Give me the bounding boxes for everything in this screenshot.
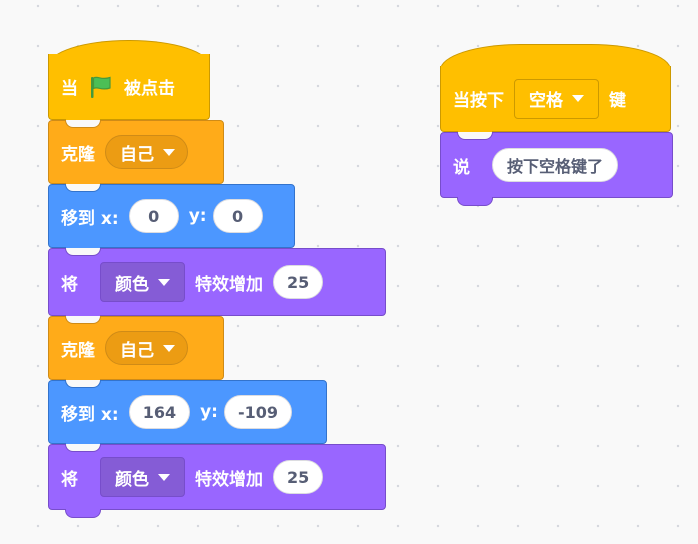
effect-dropdown[interactable]: 颜色 <box>100 457 185 497</box>
clone-target-dropdown[interactable]: 自己 <box>105 331 188 365</box>
change-effect-block[interactable]: 将 颜色 特效增加 25 <box>48 444 386 518</box>
hat-suffix-label: 被点击 <box>124 79 175 99</box>
goto-label: 移到 x: <box>61 404 119 425</box>
hat-prefix-label: 当 <box>61 79 78 99</box>
key-hat-suffix-label: 键 <box>609 91 626 111</box>
clone-target-dropdown[interactable]: 自己 <box>105 135 188 169</box>
y-input[interactable]: -109 <box>223 395 293 429</box>
key-hat-prefix-label: 当按下 <box>453 91 504 111</box>
create-clone-block[interactable]: 克隆 自己 <box>48 316 224 388</box>
x-input[interactable]: 164 <box>128 395 191 429</box>
effect-amount-input[interactable]: 25 <box>273 460 324 494</box>
goto-label: 移到 x: <box>61 208 119 229</box>
effect-amount-input[interactable]: 25 <box>273 265 324 299</box>
key-value: 空格 <box>529 91 563 111</box>
key-dropdown[interactable]: 空格 <box>514 78 599 119</box>
when-key-pressed-block[interactable]: 当按下 空格 键 <box>440 66 671 140</box>
say-block[interactable]: 说 按下空格键了 <box>440 132 673 206</box>
effect-dropdown[interactable]: 颜色 <box>100 262 185 302</box>
create-clone-block[interactable]: 克隆 自己 <box>48 120 224 192</box>
go-to-xy-block[interactable]: 移到 x: 164 y: -109 <box>48 380 327 452</box>
go-to-xy-block[interactable]: 移到 x: 0 y: 0 <box>48 184 295 256</box>
when-flag-clicked-block[interactable]: 当 被点击 <box>48 54 210 128</box>
say-message-input[interactable]: 按下空格键了 <box>492 148 619 182</box>
y-label: y: <box>188 206 207 226</box>
chevron-down-icon <box>163 344 175 352</box>
chevron-down-icon <box>158 278 170 286</box>
chevron-down-icon <box>572 95 584 102</box>
say-label: 说 <box>453 157 470 178</box>
x-input[interactable]: 0 <box>128 199 179 233</box>
effect-prefix-label: 将 <box>61 469 78 490</box>
clone-label: 克隆 <box>61 144 95 165</box>
green-flag-icon <box>91 76 111 98</box>
effect-value: 颜色 <box>115 469 149 490</box>
y-label: y: <box>200 402 218 422</box>
effect-prefix-label: 将 <box>61 274 78 295</box>
effect-value: 颜色 <box>115 274 149 295</box>
clone-target-value: 自己 <box>120 144 154 165</box>
effect-suffix-label: 特效增加 <box>195 274 263 295</box>
chevron-down-icon <box>163 148 175 156</box>
change-effect-block[interactable]: 将 颜色 特效增加 25 <box>48 248 386 324</box>
effect-suffix-label: 特效增加 <box>195 469 263 490</box>
clone-target-value: 自己 <box>120 340 154 361</box>
y-input[interactable]: 0 <box>212 199 263 233</box>
clone-label: 克隆 <box>61 340 95 361</box>
chevron-down-icon <box>158 473 170 481</box>
